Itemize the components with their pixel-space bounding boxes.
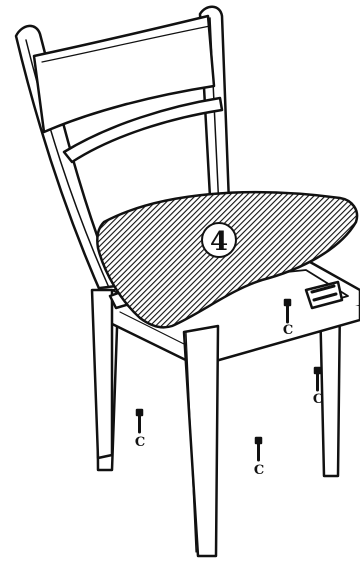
screw-label-right: C [313,392,323,407]
screw-left [137,410,142,432]
screw-label-front: C [254,463,264,478]
step-badge: 4 [202,223,236,257]
screw-label-left: C [135,435,145,450]
screw-front [256,438,261,460]
screw-right [315,368,320,390]
step-number: 4 [210,227,228,257]
screw-label-back: C [283,323,293,338]
front-right-leg [184,326,218,556]
front-left-leg [92,290,112,458]
